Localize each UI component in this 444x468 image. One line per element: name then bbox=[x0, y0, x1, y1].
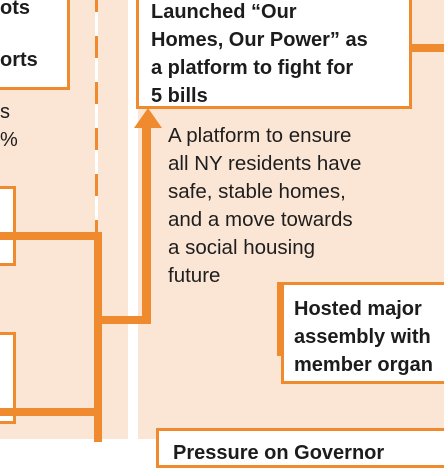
pressure-line-1: Pressure on Governor bbox=[173, 442, 385, 464]
left-fragment-2: orts bbox=[0, 49, 38, 71]
launched-box: Launched “Our Homes, Our Power” as a pla… bbox=[136, 0, 412, 109]
left-box-middle bbox=[0, 186, 16, 266]
platform-description: A platform to ensure all NY residents ha… bbox=[168, 122, 438, 290]
connector-up-vertical bbox=[142, 124, 151, 324]
left-fragment-3: s bbox=[0, 101, 10, 123]
left-box-top bbox=[0, 0, 70, 90]
pressure-box: Pressure on Governor bbox=[156, 428, 444, 468]
connector-top-right bbox=[405, 44, 444, 52]
description-line-3: safe, stable homes, bbox=[168, 180, 346, 203]
left-fragment-4: % bbox=[0, 129, 18, 151]
description-line-4: and a move towards bbox=[168, 208, 353, 231]
arrow-up-head bbox=[134, 108, 162, 128]
hosted-line-3: member organ bbox=[294, 354, 433, 376]
hosted-line-1: Hosted major bbox=[294, 298, 422, 320]
launched-line-3: a platform to fight for bbox=[151, 57, 354, 79]
left-fragment-1: ots bbox=[0, 0, 30, 19]
description-line-1: A platform to ensure bbox=[168, 124, 352, 147]
description-line-5: a social housing bbox=[168, 236, 316, 259]
timeline-gap bbox=[95, 150, 98, 174]
launched-line-2: Homes, Our Power” as bbox=[151, 29, 368, 51]
launched-line-4: 5 bills bbox=[151, 85, 208, 107]
connector-upper-horizontal bbox=[0, 232, 102, 240]
hosted-line-2: assembly with bbox=[294, 326, 431, 348]
description-line-6: future bbox=[168, 264, 221, 287]
timeline-gap bbox=[95, 58, 98, 82]
left-box-bottom bbox=[0, 332, 16, 424]
connector-vertical-left bbox=[94, 232, 102, 442]
description-line-2: all NY residents have bbox=[168, 152, 362, 175]
launched-line-1: Launched “Our bbox=[151, 1, 297, 23]
connector-lower-horizontal bbox=[0, 408, 102, 416]
connector-middle-horizontal bbox=[94, 316, 150, 324]
timeline-gap bbox=[95, 196, 98, 220]
hosted-box: Hosted major assembly with member organ bbox=[281, 282, 444, 384]
timeline-gap bbox=[95, 12, 98, 36]
timeline-gap bbox=[95, 104, 98, 128]
